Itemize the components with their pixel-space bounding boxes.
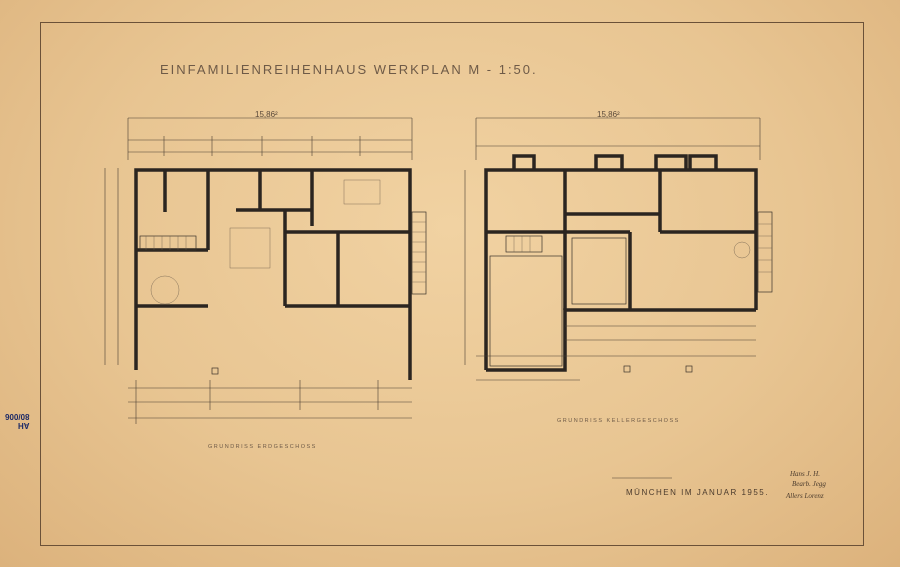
- ground-overall-dimension: 15,86²: [255, 110, 278, 119]
- archive-stamp: AH 80/006: [5, 412, 29, 430]
- stamp-line-2: 80/006: [5, 412, 30, 421]
- drawing-title: EINFAMILIENREIHENHAUS WERKPLAN M - 1:50.: [160, 62, 538, 77]
- date-location: MÜNCHEN IM JANUAR 1955.: [626, 488, 769, 497]
- basement-floor-plan: [464, 117, 773, 381]
- stamp-line-1: AH: [17, 421, 30, 430]
- sheet-border: [40, 22, 864, 546]
- signature-line-3: Allers Lorenz: [786, 492, 824, 500]
- basement-overall-dimension: 15,86²: [597, 110, 620, 119]
- basement-floor-label: GRUNDRISS KELLERGESCHOSS: [557, 418, 680, 424]
- signature-line-2: Bearb. Jegg: [792, 480, 826, 488]
- signature-line-1: Hans J. H.: [790, 470, 820, 478]
- ground-floor-plan: [104, 117, 427, 424]
- ground-floor-label: GRUNDRISS ERDGESCHOSS: [208, 444, 317, 450]
